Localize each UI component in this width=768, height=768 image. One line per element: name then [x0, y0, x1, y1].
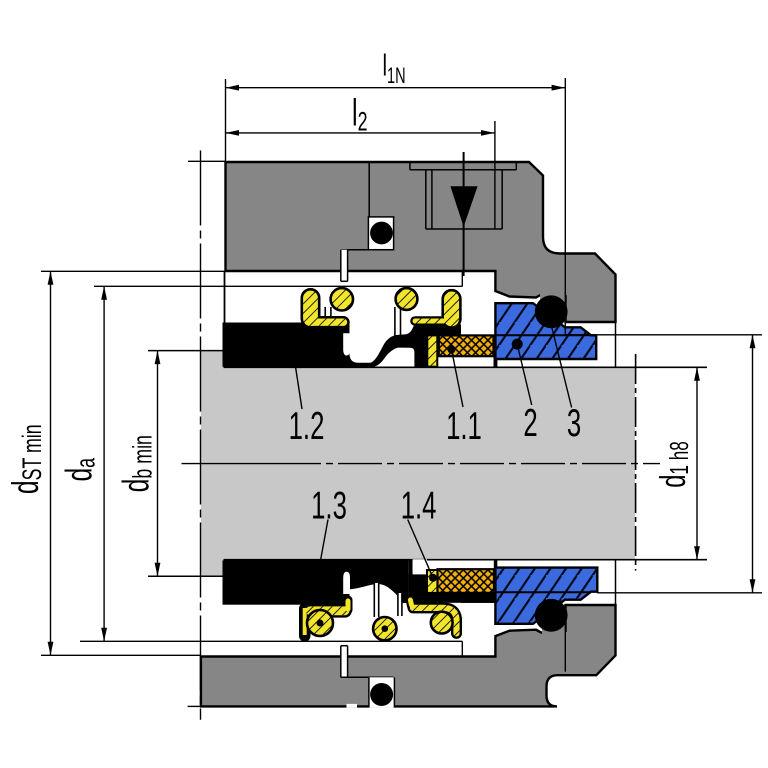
- svg-text:3: 3: [567, 402, 581, 446]
- svg-text:1.1: 1.1: [446, 405, 482, 449]
- svg-text:da: da: [58, 458, 100, 482]
- svg-text:1.3: 1.3: [311, 484, 347, 528]
- svg-text:1.4: 1.4: [401, 484, 437, 528]
- svg-text:d1 h8: d1 h8: [653, 441, 694, 488]
- svg-text:1.2: 1.2: [289, 405, 325, 449]
- svg-text:2: 2: [523, 402, 537, 446]
